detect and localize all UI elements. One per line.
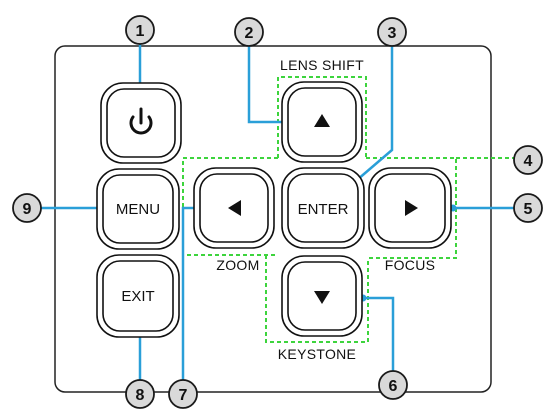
leader-2 [247,45,286,124]
keystone-label: KEYSTONE [278,346,356,362]
leader-3 [356,45,394,181]
menu-button[interactable]: MENU [96,168,180,250]
callout-5: 5 [513,193,543,223]
leader-lines [40,42,514,380]
right-button[interactable] [368,167,452,249]
exit-button-label: EXIT [121,288,154,305]
left-button[interactable] [193,167,275,249]
triangle-left-icon [228,200,241,216]
menu-button-label: MENU [116,201,160,218]
focus-label: FOCUS [385,257,436,273]
callout-7: 7 [168,379,198,409]
svg-text:1: 1 [136,23,145,40]
callout-6: 6 [378,370,408,400]
down-button[interactable] [281,255,363,337]
svg-text:6: 6 [389,378,398,395]
keystone-outline [265,255,369,343]
svg-text:8: 8 [136,387,145,404]
svg-text:2: 2 [245,25,254,42]
callout-3: 3 [377,17,407,47]
callout-2: 2 [234,17,264,47]
lens-shift-label: LENS SHIFT [280,57,364,73]
power-icon [129,107,153,135]
up-button[interactable] [281,81,363,163]
power-button[interactable] [100,82,182,164]
enter-button-label: ENTER [298,201,349,218]
svg-text:7: 7 [179,387,188,404]
exit-button[interactable]: EXIT [96,254,180,338]
zoom-label: ZOOM [216,257,259,273]
enter-button[interactable]: ENTER [281,167,365,249]
callout-1: 1 [125,15,155,45]
svg-text:5: 5 [524,201,533,218]
svg-text:4: 4 [524,153,533,170]
leader-7 [181,206,198,380]
callout-4: 4 [513,145,543,175]
callout-8: 8 [125,379,155,409]
triangle-right-icon [405,200,418,216]
zoom-outline [182,157,278,256]
leader-6 [363,296,395,372]
callout-9: 9 [12,193,42,223]
triangle-down-icon [314,291,330,304]
svg-text:3: 3 [388,25,397,42]
triangle-up-icon [314,114,330,127]
svg-text:9: 9 [23,201,32,218]
